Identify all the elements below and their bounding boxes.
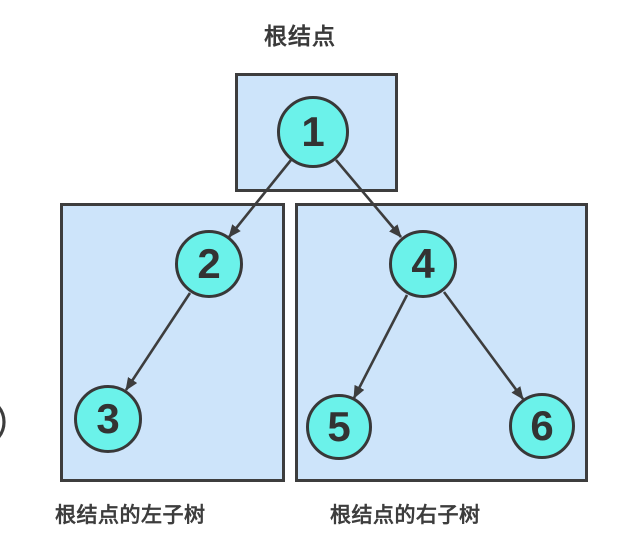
clipped-arc-left-edge — [0, 406, 6, 438]
tree-node-3: 3 — [74, 385, 142, 453]
tree-node-5: 5 — [306, 394, 372, 460]
tree-node-4: 4 — [389, 230, 457, 298]
tree-node-2: 2 — [175, 230, 243, 298]
root-node-title: 根结点 — [264, 23, 336, 49]
left-subtree-label: 根结点的左子树 — [55, 504, 206, 527]
right-subtree-label: 根结点的右子树 — [330, 504, 481, 527]
tree-node-6: 6 — [509, 393, 575, 459]
tree-node-1: 1 — [277, 96, 349, 168]
